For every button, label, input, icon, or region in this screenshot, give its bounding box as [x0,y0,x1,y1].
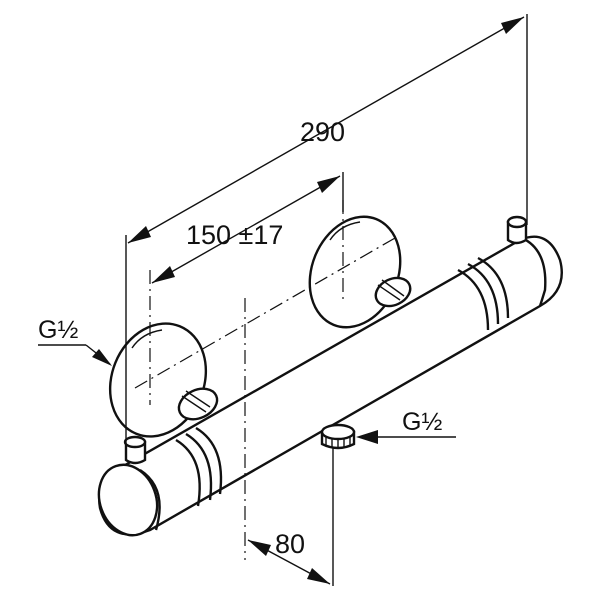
top-pin-right [506,215,528,245]
connector-nut-left [177,387,219,421]
center-lines [134,200,396,560]
thermostat-body [97,235,563,537]
connector-nut-right [374,276,412,308]
outlet-thread-callout: G½ [356,408,456,444]
control-ring-left [175,426,223,507]
dimension-290: 290 [125,14,528,455]
dimension-80: 80 [247,448,334,586]
dimension-80-text: 80 [275,529,305,559]
control-ring-right [457,256,510,331]
outlet-thread-label: G½ [402,408,442,436]
top-pin-left [123,435,147,465]
dimension-150-text: 150 ±17 [186,220,283,250]
inlet-thread-callout: G½ [38,316,112,366]
outlet-connector [320,423,356,450]
inlet-thread-label: G½ [38,316,78,344]
dimension-150: 150 ±17 [151,172,344,284]
dimension-290-text: 290 [300,117,345,147]
